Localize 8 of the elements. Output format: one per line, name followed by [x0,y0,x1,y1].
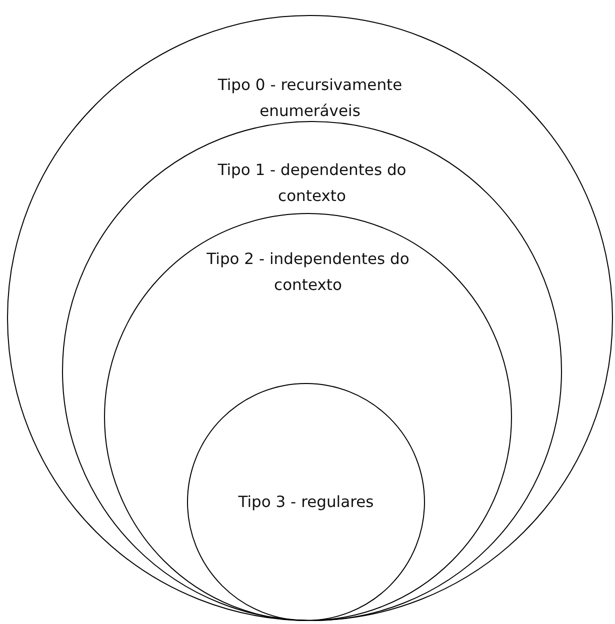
set-label: Tipo 1 - dependentes do contexto [217,160,407,207]
set-label: Tipo 0 - recursivamente enumeráveis [216,75,404,122]
set-label: Tipo 3 - regulares [237,492,375,513]
set-circle [104,213,512,621]
set-circle [187,383,425,621]
set-label: Tipo 2 - independentes do contexto [206,249,410,296]
set-circle [7,15,613,621]
set-circle [62,121,562,621]
